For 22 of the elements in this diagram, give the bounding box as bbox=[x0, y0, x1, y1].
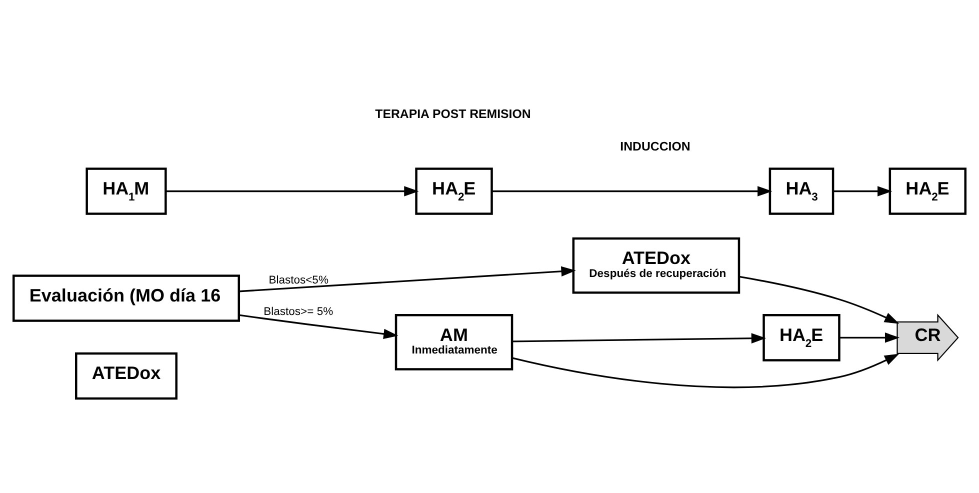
arrow bbox=[238, 314, 398, 338]
node-box: ATEDox Después de recuperación bbox=[572, 236, 740, 294]
node-box: AM Inmediatamente bbox=[394, 314, 514, 370]
node-box: HA$_{3}$ bbox=[768, 167, 834, 214]
edge-label: Blastos>= 5% bbox=[264, 306, 334, 318]
label: INDUCCION bbox=[620, 138, 690, 153]
node-box: HA$_{2}$E bbox=[762, 314, 840, 361]
node-box: HA$_{2}$E bbox=[415, 167, 493, 214]
arrow bbox=[839, 332, 900, 342]
arrow bbox=[512, 332, 766, 343]
label: TERAPIA POST REMISION bbox=[375, 106, 531, 120]
arrow bbox=[238, 266, 576, 292]
arrow bbox=[739, 275, 900, 324]
edge-label: Blastos<5% bbox=[268, 274, 328, 286]
arrow bbox=[833, 186, 892, 196]
node-box: HA$_{1}$M bbox=[86, 167, 167, 214]
node-box: ATEDox bbox=[75, 352, 178, 400]
arrow bbox=[166, 186, 419, 196]
arrow bbox=[492, 186, 772, 196]
arrow bbox=[512, 353, 900, 388]
node-box: Evaluación (MO día 16 bbox=[12, 274, 240, 322]
node-box: HA$_{2}$E bbox=[888, 167, 967, 214]
